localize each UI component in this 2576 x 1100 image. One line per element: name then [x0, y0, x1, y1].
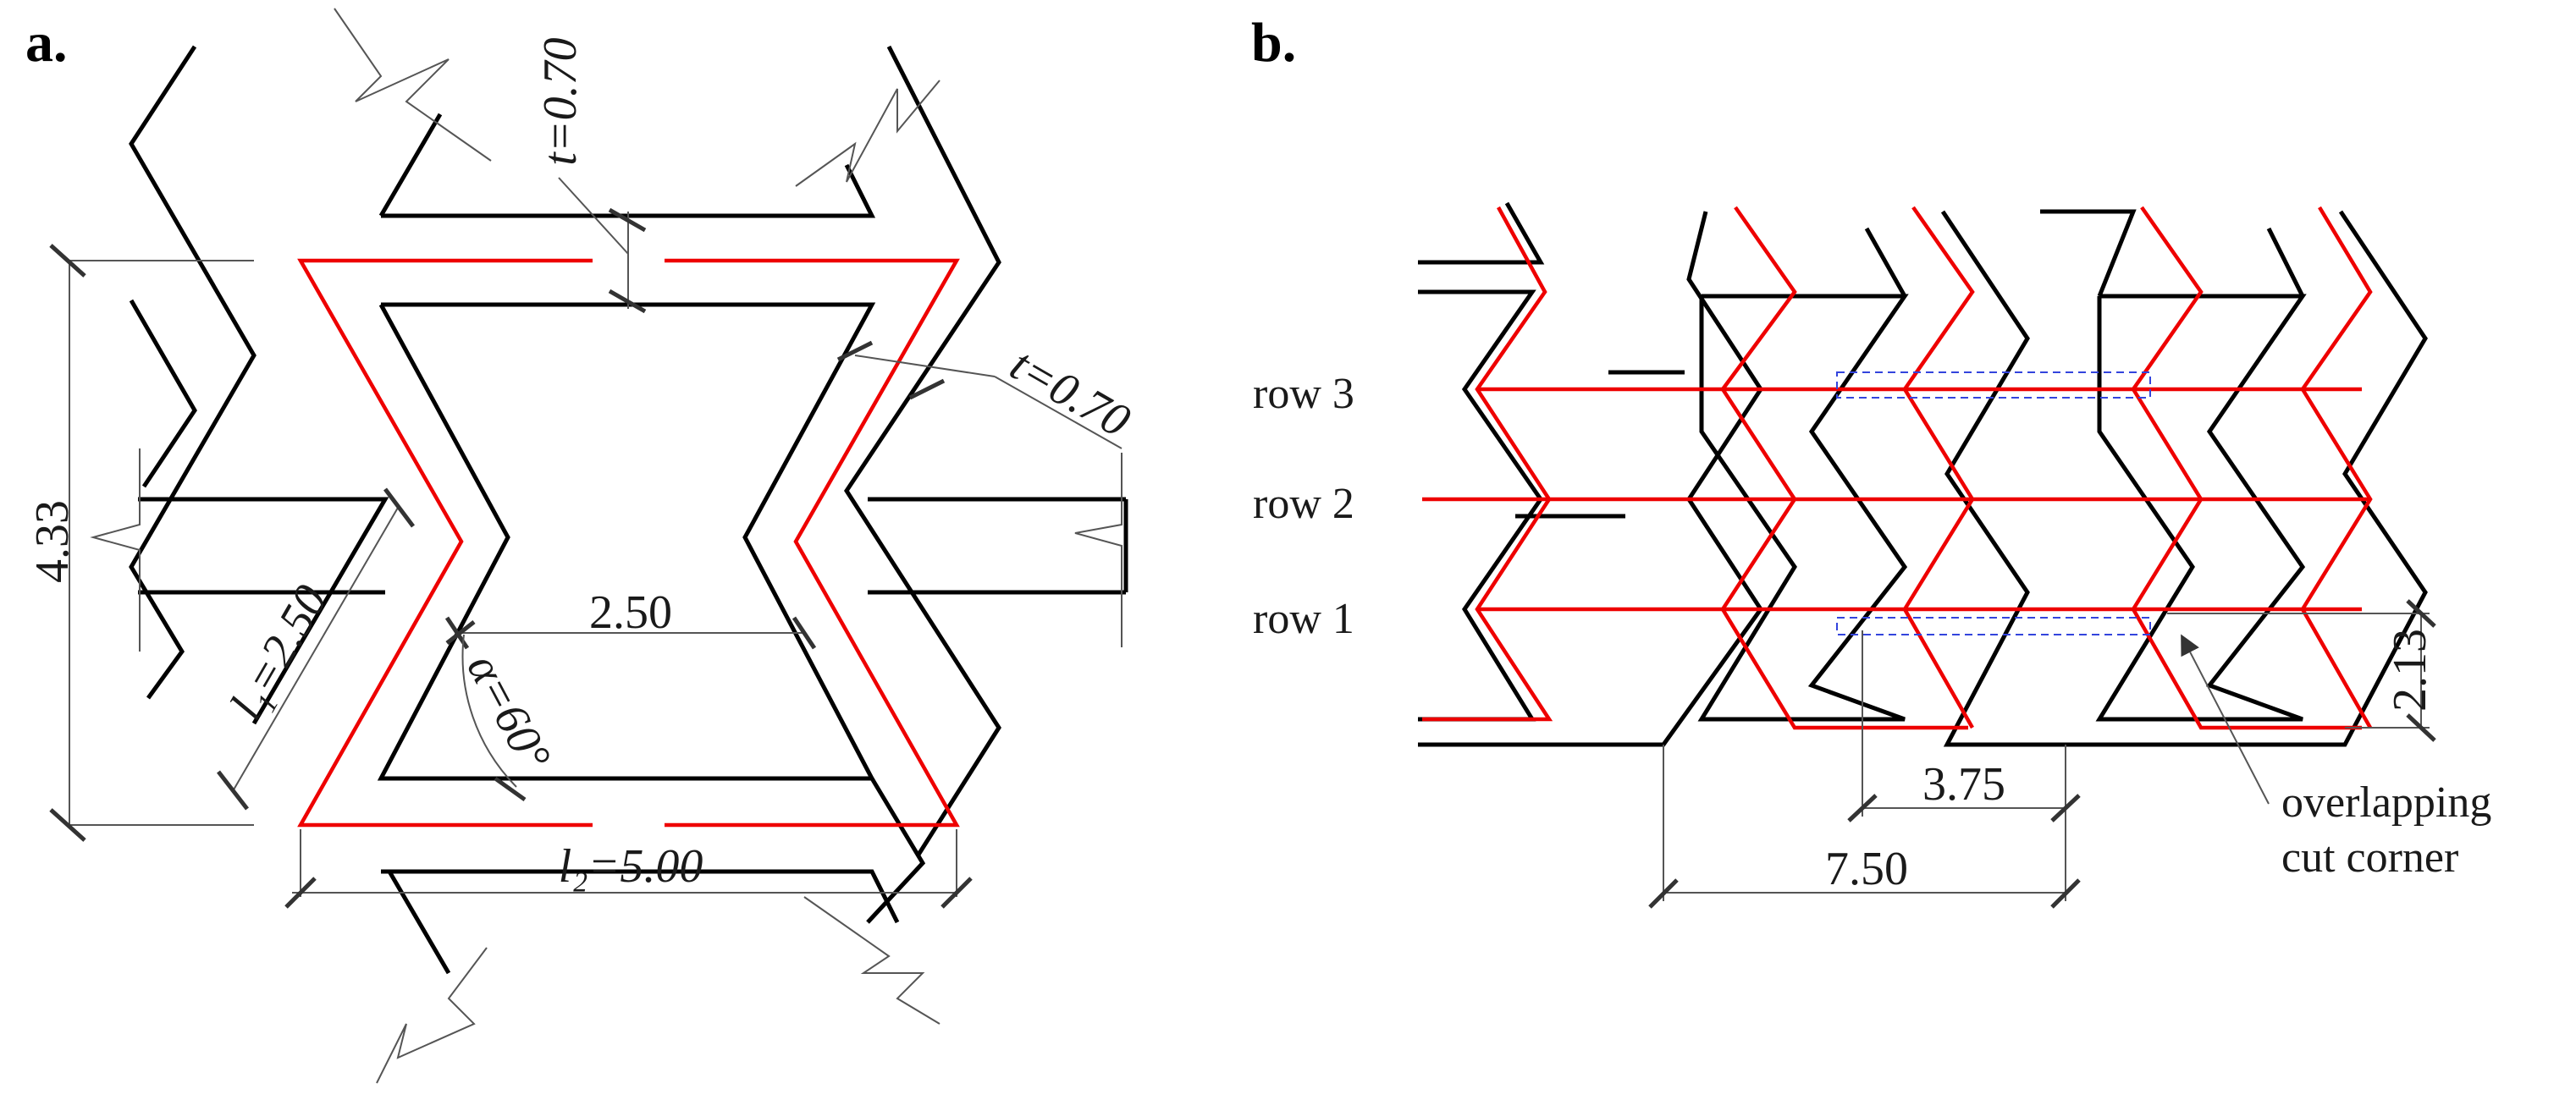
lattice-col2-outer — [1940, 210, 2040, 747]
dim-inner-tick-2 — [792, 616, 817, 650]
dim-l1-line — [232, 507, 399, 792]
break-top-right — [795, 80, 940, 187]
dim-213-tick-2 — [2406, 713, 2436, 742]
dim-l2-tick-1 — [284, 877, 317, 909]
left-lower-arm — [138, 497, 389, 725]
overlap-box-row3 — [1836, 371, 2151, 399]
row-2-label: row 2 — [1253, 480, 1354, 528]
panel-a-outer-walls — [129, 45, 1001, 856]
dim-l1-tick-2 — [217, 770, 249, 811]
left-wall-outer — [129, 45, 256, 700]
panel-a-centerline — [297, 258, 960, 828]
dim-l2-tick-2 — [940, 877, 973, 909]
dim-t-right-line — [854, 355, 996, 377]
break-right — [1074, 453, 1123, 647]
dim-t-top-tick-2 — [608, 289, 647, 314]
panel-b-centerlines — [1422, 206, 2373, 730]
panel-a-label: a. — [25, 12, 68, 74]
panel-b-overlap-markers — [1836, 371, 2151, 635]
lattice-col2-top — [2040, 209, 2137, 297]
central-hexagon — [377, 302, 876, 781]
lattice-cell-2 — [2095, 294, 2307, 722]
dim-213-label: 2.13 — [2384, 629, 2436, 712]
inner-top-left-leg — [378, 113, 443, 217]
left-wall-mid — [129, 299, 197, 488]
dim-l1-tick-1 — [383, 487, 415, 528]
row-1-label: row 1 — [1253, 595, 1354, 643]
overlap-box-row1 — [1836, 617, 2151, 635]
lattice-left-cell — [1418, 289, 1544, 722]
annotation-line-2: cut corner — [2281, 833, 2458, 882]
dim-t-right-label: t=0.70 — [1001, 338, 1139, 448]
red-col-4 — [2300, 206, 2373, 729]
dim-height-tick-top — [49, 244, 86, 278]
dim-750-label: 7.50 — [1825, 843, 1908, 895]
centerline-right — [665, 258, 960, 828]
dim-alpha-tick-1 — [445, 620, 476, 645]
dim-alpha-arc — [461, 634, 517, 788]
centerline-left — [297, 258, 593, 828]
dim-213-tick-1 — [2406, 599, 2436, 628]
dim-t-top-tick-1 — [608, 207, 647, 233]
lattice-cell-1-top — [1864, 227, 1907, 298]
dim-t-right-leader — [994, 376, 1123, 449]
dim-alpha-tick-2 — [494, 776, 527, 802]
break-bottom-left — [376, 947, 488, 1084]
dim-750-tick-1 — [1648, 878, 1679, 909]
dim-height-tick-bottom — [49, 808, 86, 842]
dim-l1-label: l₁=2.50 — [220, 577, 338, 729]
row-3-label: row 3 — [1253, 370, 1354, 418]
red-col-1 — [1720, 206, 1968, 730]
break-left — [90, 448, 141, 652]
inner-bottom-bar — [381, 869, 900, 924]
dim-alpha-label: α=60° — [456, 646, 560, 779]
break-bottom-right — [803, 896, 940, 1025]
inner-bottom-left-leg — [387, 870, 451, 975]
panel-a-break-lines — [90, 8, 1123, 1084]
right-wall-outer — [844, 45, 1001, 856]
panel-b-dimensions: 3.75 7.50 2.13 overlapping cut corner — [1648, 599, 2491, 909]
dim-inner-label: 2.50 — [589, 586, 672, 639]
red-col-2 — [1902, 206, 1975, 729]
panel-a-inner-walls — [138, 113, 1128, 975]
lattice-cell-2-top — [2266, 227, 2305, 298]
right-lower-edge — [866, 777, 926, 924]
panel-a: a. — [25, 8, 1139, 1084]
dim-t-top-leader — [558, 177, 629, 255]
lattice-cell-1 — [1697, 294, 1909, 722]
dim-750-tick-2 — [2050, 878, 2081, 909]
panel-b: b. row 3 row 2 row 1 — [1251, 12, 2491, 909]
annotation-leader — [2181, 634, 2270, 805]
dim-t-right-tick-2 — [908, 378, 946, 400]
dim-t-top-label: t=0.70 — [534, 37, 587, 165]
dim-t-right-tick-1 — [836, 340, 874, 362]
annotation-line-1: overlapping — [2281, 778, 2491, 827]
dim-height-label: 4.33 — [26, 500, 79, 583]
dim-375-tick-1 — [1847, 794, 1878, 822]
lattice-col3-outer — [2040, 210, 2428, 747]
break-top-left — [334, 8, 492, 162]
dim-375-tick-2 — [2050, 794, 2081, 822]
panel-b-label: b. — [1251, 12, 1296, 74]
dim-l2-label: l₂=5.00 — [559, 840, 703, 893]
panel-b-lattice — [1418, 201, 2428, 747]
inner-top-bar — [381, 163, 876, 218]
dim-375-label: 3.75 — [1922, 758, 2005, 811]
lattice-top-left-stub — [1418, 201, 1545, 265]
